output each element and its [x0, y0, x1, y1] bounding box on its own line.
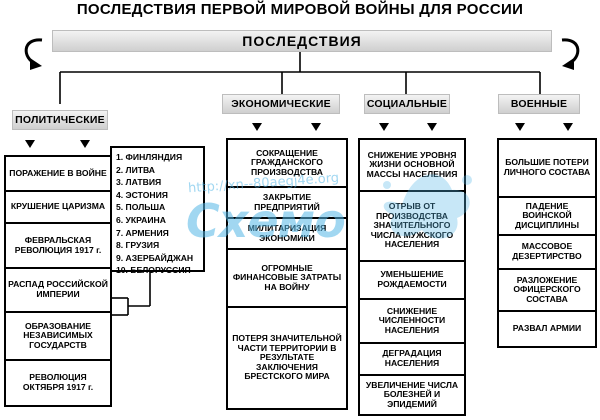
page-title: ПОСЛЕДСТВИЯ ПЕРВОЙ МИРОВОЙ ВОЙНЫ ДЛЯ РОС…: [76, 1, 524, 18]
arrow-down-icon: [515, 123, 525, 131]
category-social: СОЦИАЛЬНЫЕ: [364, 94, 450, 114]
social-item: СНИЖЕНИЕ ЧИСЛЕННОСТИ НАСЕЛЕНИЯ: [360, 298, 464, 342]
economic-item: МИЛИТАРИЗАЦИЯ ЭКОНОМИКИ: [228, 217, 346, 248]
political-item: ФЕВРАЛЬСКАЯ РЕВОЛЮЦИЯ 1917 г.: [6, 222, 110, 267]
military-item: ПАДЕНИЕ ВОИНСКОЙ ДИСЦИПЛИНЫ: [499, 196, 595, 234]
economic-item: СОКРАЩЕНИЕ ГРАЖДАНСКОГО ПРОИЗВОДСТВА: [251, 147, 323, 177]
arrow-down-icon: [379, 123, 389, 131]
state-list-item: 5. ПОЛЬША: [116, 202, 166, 213]
military-item: РАЗЛОЖЕНИЕ ОФИЦЕРСКОГО СОСТАВА: [499, 268, 595, 310]
state-list-item: 7. АРМЕНИЯ: [116, 227, 169, 238]
curved-arrow-right-icon: [561, 38, 580, 66]
economic-item: ОГРОМНЫЕ ФИНАНСОВЫЕ ЗАТРАТЫ НА ВОЙНУ: [228, 248, 346, 306]
military-item: БОЛЬШИЕ ПОТЕРИ ЛИЧНОГО СОСТАВА: [503, 157, 591, 177]
arrow-down-icon: [80, 140, 90, 148]
state-list-item: 8. ГРУЗИЯ: [116, 240, 160, 251]
political-column: ПОРАЖЕНИЕ В ВОЙНЕ КРУШЕНИЕ ЦАРИЗМА ФЕВРА…: [4, 155, 112, 407]
social-item: СНИЖЕНИЕ УРОВНЯ ЖИЗНИ ОСНОВНОЙ МАССЫ НАС…: [366, 149, 458, 179]
political-item: ОБРАЗОВАНИЕ НЕЗАВИСИМЫХ ГОСУДАРСТВ: [6, 311, 110, 359]
category-military: ВОЕННЫЕ: [498, 94, 580, 114]
state-list-item: 3. ЛАТВИЯ: [116, 177, 162, 188]
state-list-item: 4. ЭСТОНИЯ: [116, 189, 168, 200]
military-item: МАССОВОЕ ДЕЗЕРТИРСТВО: [499, 234, 595, 268]
category-economic: ЭКОНОМИЧЕСКИЕ: [222, 94, 340, 114]
social-item: УВЕЛИЧЕНИЕ ЧИСЛА БОЛЕЗНЕЙ И ЭПИДЕМИЙ: [360, 374, 464, 414]
arrow-down-icon: [252, 123, 262, 131]
military-item: РАЗВАЛ АРМИИ: [499, 310, 595, 346]
curved-arrow-left-icon: [24, 38, 43, 66]
category-political: ПОЛИТИЧЕСКИЕ: [12, 110, 108, 130]
political-item: РАСПАД РОССИЙСКОЙ ИМПЕРИИ: [6, 267, 110, 311]
state-list-item: 6. УКРАИНА: [116, 214, 166, 225]
social-column: СНИЖЕНИЕ УРОВНЯ ЖИЗНИ ОСНОВНОЙ МАССЫ НАС…: [358, 138, 466, 416]
arrow-down-icon: [25, 140, 35, 148]
state-list-item: 9. АЗЕРБАЙДЖАН: [116, 252, 194, 263]
social-item: ДЕГРАДАЦИЯ НАСЕЛЕНИЯ: [360, 342, 464, 374]
arrow-down-icon: [311, 123, 321, 131]
military-column: БОЛЬШИЕ ПОТЕРИ ЛИЧНОГО СОСТАВА ПАДЕНИЕ В…: [497, 138, 597, 348]
economic-column: СОКРАЩЕНИЕ ГРАЖДАНСКОГО ПРОИЗВОДСТВА ЗАК…: [226, 138, 348, 410]
social-item: ОТРЫВ ОТ ПРОИЗВОДСТВА ЗНАЧИТЕЛЬНОГО ЧИСЛ…: [360, 190, 464, 260]
economic-item: ЗАКРЫТИЕ ПРЕДПРИЯТИЙ: [228, 186, 346, 217]
economic-item: ПОТЕРЯ ЗНАЧИТЕЛЬНОЙ ЧАСТИ ТЕРРИТОРИИ В Р…: [228, 306, 346, 408]
main-consequences-bar: ПОСЛЕДСТВИЯ: [52, 30, 552, 52]
arrow-down-icon: [563, 123, 573, 131]
social-item: УМЕНЬШЕНИЕ РОЖДАЕМОСТИ: [360, 260, 464, 298]
political-item: ПОРАЖЕНИЕ В ВОЙНЕ: [9, 167, 107, 178]
state-list-item: 2. ЛИТВА: [116, 164, 155, 175]
state-list-item: 1. ФИНЛЯНДИЯ: [116, 152, 183, 162]
independent-states-list: 1. ФИНЛЯНДИЯ 2. ЛИТВА 3. ЛАТВИЯ 4. ЭСТОН…: [110, 146, 205, 275]
arrow-down-icon: [427, 123, 437, 131]
political-item: КРУШЕНИЕ ЦАРИЗМА: [6, 190, 110, 222]
political-item: РЕВОЛЮЦИЯ ОКТЯБРЯ 1917 г.: [6, 359, 110, 405]
state-list-item: 10. БЕЛОРУССИЯ: [116, 265, 191, 276]
